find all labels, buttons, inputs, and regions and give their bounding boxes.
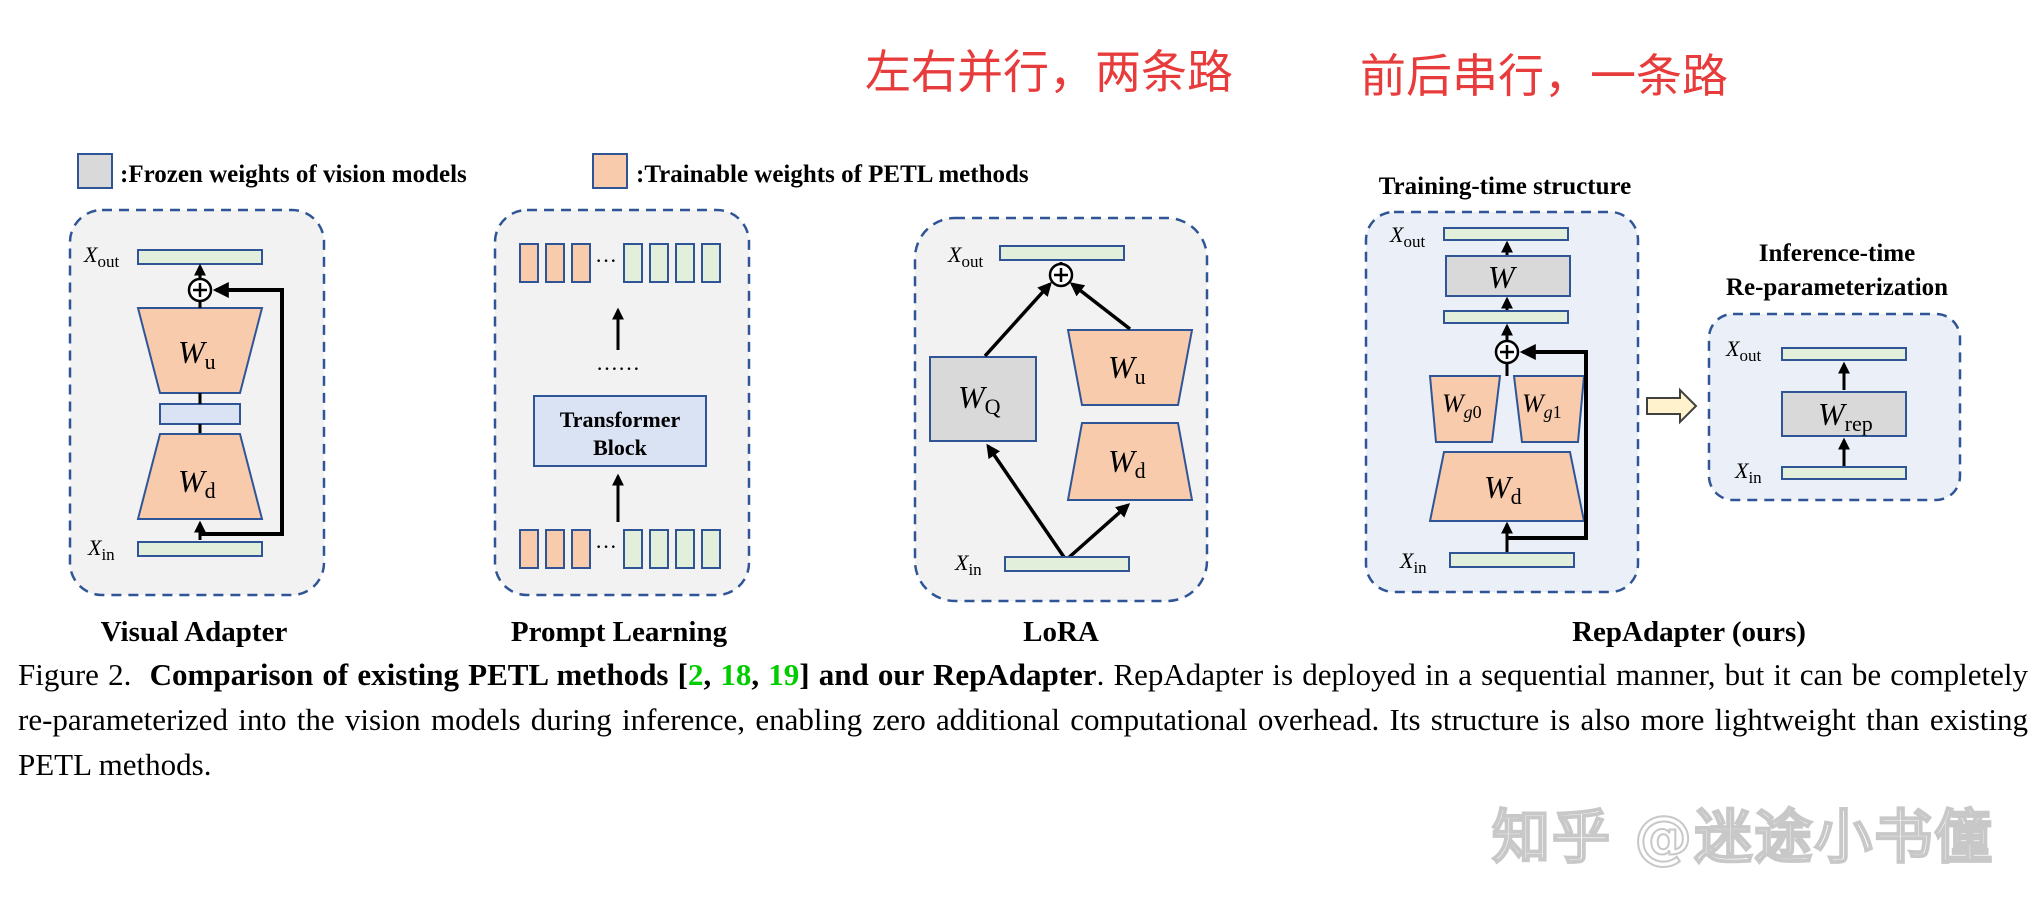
annotation-parallel: 左右并行，两条路 — [865, 45, 1233, 99]
legend-trainable-swatch — [592, 153, 628, 189]
reparameterize-arrow — [1646, 387, 1698, 425]
lora-title: LoRA — [1023, 616, 1099, 648]
svg-text:Wd: Wd — [1108, 443, 1146, 483]
legend-frozen-swatch — [77, 153, 113, 189]
caption-text: . RepAdapter is deployed in a sequential… — [18, 657, 2029, 782]
visual-adapter-panel: Xout Wu Wd Xin — [68, 208, 326, 597]
prompt-tokens-top: ··· — [519, 243, 721, 283]
svg-text:Wg1: Wg1 — [1522, 389, 1562, 422]
caption-cite-1[interactable]: 2 — [687, 657, 704, 692]
svg-text:……: …… — [596, 350, 640, 375]
svg-text:Wd: Wd — [1484, 469, 1522, 509]
svg-text:Xin: Xin — [954, 550, 982, 579]
visual-adapter-title: Visual Adapter — [101, 616, 288, 648]
repadapter-inference-panel: Xout Wrep Xin — [1707, 312, 1962, 502]
repadapter-title: RepAdapter (ours) — [1572, 616, 1806, 648]
lora-panel: Xout WQ Wu Wd Xin — [913, 216, 1209, 603]
legend-frozen-label: :Frozen weights of vision models — [120, 161, 467, 188]
training-time-title: Training-time structure — [1379, 173, 1632, 200]
caption-cite-3[interactable]: 19 — [768, 657, 800, 692]
svg-text:···: ··· — [595, 248, 617, 273]
repadapter-training-panel: Xout W Wg0 Wg1 Wd Xin — [1364, 210, 1640, 594]
caption-label: Figure 2. — [18, 657, 132, 692]
svg-text:···: ··· — [595, 534, 617, 559]
prompt-learning-title: Prompt Learning — [511, 616, 728, 648]
zhihu-watermark: 知乎 @迷途小书僮 — [1491, 802, 1995, 872]
transformer-block-line2: Block — [593, 435, 648, 460]
caption-bold-lead: Comparison of existing PETL methods [ — [149, 657, 688, 692]
annotation-sequential: 前后串行，一条路 — [1360, 49, 1728, 103]
inference-title-line2: Re-parameterization — [1726, 274, 1948, 301]
inference-title-line1: Inference-time — [1759, 240, 1915, 267]
prompt-learning-panel: ··· …… Transformer Block ··· — [493, 208, 751, 597]
caption-cite-2[interactable]: 18 — [720, 657, 752, 692]
svg-text:Xout: Xout — [1389, 222, 1425, 251]
prompt-tokens-bottom: ··· — [519, 529, 721, 569]
caption-bold-tail: ] and our RepAdapter — [799, 657, 1097, 692]
transformer-block-line1: Transformer — [560, 407, 681, 432]
svg-text:W: W — [1488, 259, 1518, 295]
figure-canvas: 左右并行，两条路 前后串行，一条路 :Frozen weights of vis… — [68, 45, 1962, 648]
legend-trainable-label: :Trainable weights of PETL methods — [636, 161, 1029, 188]
figure-caption: Figure 2. Comparison of existing PETL me… — [18, 657, 2029, 782]
